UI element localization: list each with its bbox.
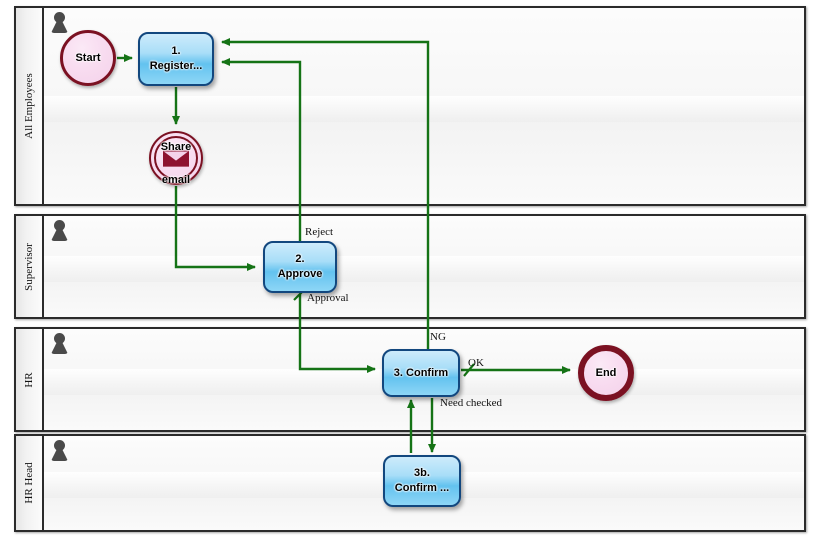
pool-header-hr-head: HR Head [16,436,44,530]
task-register-label: 1.Register... [149,45,203,72]
actor-icon [50,440,68,462]
lane-band [44,256,804,282]
actor-icon [50,333,68,355]
share-event-sublabel: email [161,174,191,186]
pool-all-employees[interactable]: All Employees [14,6,806,206]
pool-label-hr-head: HR Head [23,462,35,504]
flow-label-reject: Reject [305,226,334,238]
pool-label-all-employees: All Employees [23,73,35,139]
pool-header-all-employees: All Employees [16,8,44,204]
flow-label-ng: NG [430,331,446,343]
flow-label-ok: OK [468,357,484,369]
end-event-label: End [595,367,617,379]
event-inner-ring [154,136,198,180]
task-register[interactable]: 1.Register... [138,32,214,86]
intermediate-message-event-share-email[interactable]: Share email [149,131,203,186]
pool-header-supervisor: Supervisor [16,216,44,317]
pool-supervisor[interactable]: Supervisor [14,214,806,319]
task-confirm[interactable]: 3. Confirm [382,349,460,397]
actor-icon [50,12,68,34]
task-confirm-label: 3. Confirm [393,366,449,379]
start-event[interactable]: Start [60,30,116,86]
task-confirm-3b[interactable]: 3b.Confirm ... [383,455,461,507]
pool-header-hr: HR [16,329,44,430]
end-event[interactable]: End [578,345,634,401]
flow-label-approval: Approval [307,292,349,304]
lane-band [44,96,804,122]
task-confirm-3b-label: 3b.Confirm ... [394,467,450,494]
pool-label-supervisor: Supervisor [23,242,35,291]
task-approve-label: 2.Approve [277,253,323,280]
task-approve[interactable]: 2.Approve [263,241,337,293]
pool-body-supervisor [44,216,804,317]
envelope-icon [163,150,189,167]
start-event-label: Start [75,52,101,64]
actor-icon [50,220,68,242]
flow-label-need-checked: Need checked [440,397,502,409]
pool-label-hr: HR [23,371,35,388]
share-event-label: Share [160,141,192,153]
